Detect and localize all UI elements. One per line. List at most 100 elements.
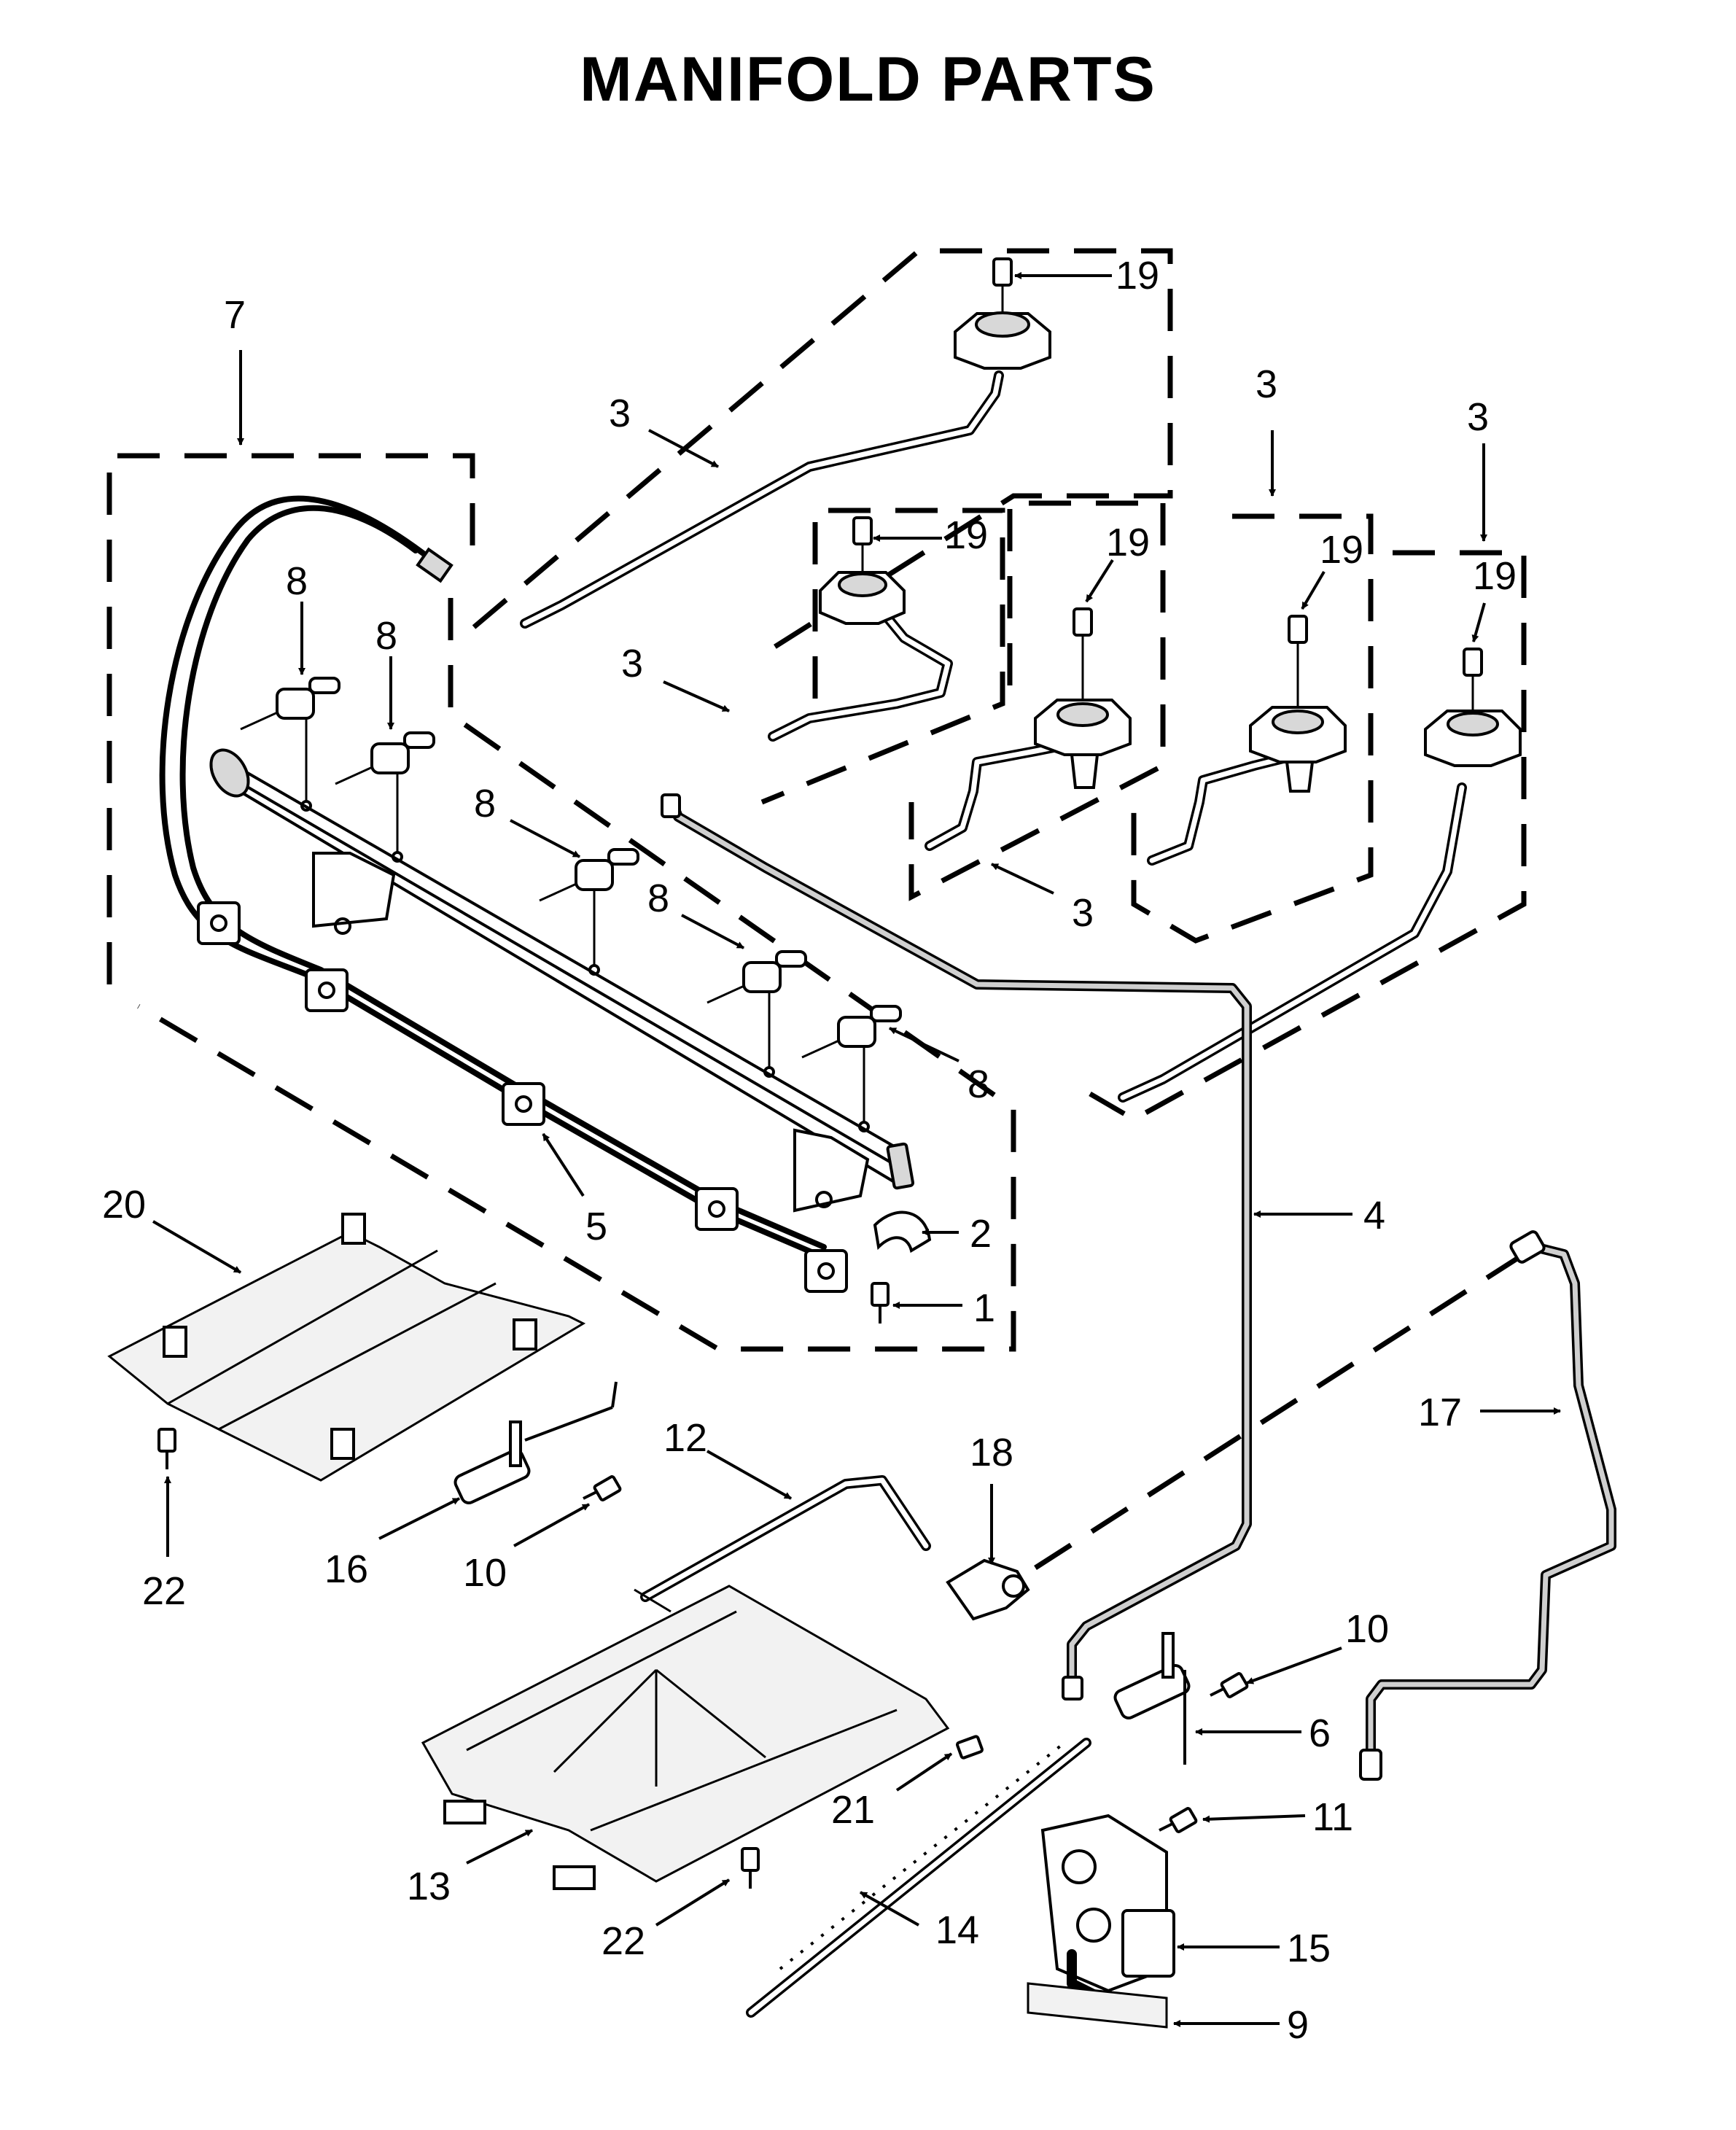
assembly-outlines	[106, 248, 1527, 1570]
burner-tube-5	[1118, 782, 1467, 1103]
screw-21	[955, 1735, 984, 1760]
oven-bottom-plate	[421, 1585, 950, 1890]
leader-10a	[513, 1503, 590, 1547]
screw-10-right	[1210, 1672, 1249, 1698]
burner-valve-5	[801, 1005, 902, 1123]
leader-3e	[991, 863, 1054, 895]
wire-harness	[159, 495, 820, 1257]
safety-valve	[1040, 1814, 1175, 2003]
regulator-gas-line	[1359, 1230, 1616, 1781]
leader-3a	[648, 429, 719, 468]
burner-valve-1	[240, 677, 340, 802]
oven-gas-line	[661, 793, 1252, 1700]
callout-8: 8	[375, 614, 397, 658]
orifice-holder-4	[1249, 615, 1347, 793]
callout-1: 1	[973, 1286, 995, 1330]
mounting-bracket-left	[312, 852, 396, 928]
burner-valve-3	[539, 848, 639, 966]
leader-arrows	[152, 272, 1561, 2027]
valve-4-outline	[1131, 513, 1374, 944]
leader-19e	[1471, 602, 1486, 642]
leader-11	[1202, 1814, 1306, 1823]
callout-9: 9	[1287, 2003, 1309, 2047]
callout-17: 17	[1418, 1391, 1462, 1434]
leader-19d	[1301, 570, 1326, 610]
leader-21	[895, 1752, 953, 1792]
callout-8: 8	[286, 559, 308, 603]
valve-2-outline	[760, 508, 1005, 805]
valve-5-outline	[1089, 550, 1527, 1123]
callout-20: 20	[102, 1183, 146, 1227]
orifice-holder-2	[819, 516, 906, 625]
callout-5: 5	[585, 1205, 607, 1248]
broil-igniter	[454, 1381, 618, 1504]
callout-19: 19	[1106, 521, 1150, 564]
leader-10b	[1246, 1647, 1342, 1684]
callout-14: 14	[935, 1908, 979, 1952]
callout-3: 3	[621, 642, 643, 685]
screw-22-right	[741, 1847, 760, 1889]
screw-1	[871, 1282, 890, 1324]
burner-tubes	[520, 370, 1467, 1103]
callout-6: 6	[1309, 1711, 1331, 1755]
callout-19: 19	[1473, 554, 1517, 598]
valve-bracket	[1027, 1982, 1168, 2029]
burner-valve-4	[707, 950, 807, 1068]
callout-10: 10	[463, 1551, 507, 1595]
manifold-group-outline	[106, 453, 1016, 1352]
callout-18: 18	[970, 1431, 1013, 1474]
callout-19: 19	[1320, 528, 1363, 572]
callout-3: 3	[1256, 362, 1277, 406]
callout-13: 13	[407, 1865, 451, 1908]
callout-3: 3	[1467, 395, 1489, 439]
orifice-holder-3	[1034, 607, 1132, 789]
screw-10-left	[583, 1475, 622, 1501]
page-title: MANIFOLD PARTS	[580, 44, 1156, 114]
orifice-holder-1	[954, 257, 1051, 370]
leader-8e	[889, 1027, 960, 1062]
callout-8: 8	[474, 782, 496, 825]
clamp-2	[873, 1210, 932, 1253]
valve-3-outline	[908, 500, 1166, 901]
callout-10: 10	[1345, 1607, 1389, 1651]
callout-labels: 19 7 3 3 3 19 19 19 19 8 8 3 8 8 3 8 5 2…	[102, 254, 1517, 2047]
leader-3b	[663, 680, 730, 712]
wire-connector	[416, 547, 454, 583]
callout-8: 8	[968, 1062, 989, 1106]
callout-19: 19	[944, 513, 988, 557]
callout-16: 16	[324, 1547, 368, 1591]
callout-2: 2	[970, 1212, 992, 1256]
leader-8c	[510, 819, 580, 858]
manifold-assembly	[159, 495, 915, 1293]
connection-dash-line	[1034, 1252, 1525, 1570]
burner-valve-2	[335, 731, 435, 853]
callout-12: 12	[663, 1416, 707, 1460]
callout-21: 21	[831, 1788, 875, 1832]
callout-4: 4	[1363, 1194, 1385, 1237]
leader-16	[378, 1497, 460, 1540]
callout-7: 7	[224, 293, 246, 337]
leader-19c	[1085, 559, 1114, 603]
mounting-bracket-right	[793, 1128, 870, 1213]
callout-3: 3	[1072, 891, 1094, 935]
callout-15: 15	[1287, 1927, 1331, 1970]
orifice-holders	[819, 257, 1522, 793]
orifice-elbow	[946, 1558, 1030, 1621]
fasteners	[157, 1210, 1249, 1889]
broil-burner-tube	[746, 1738, 1091, 2018]
callout-22: 22	[142, 1569, 186, 1613]
callout-22: 22	[602, 1919, 645, 1963]
wire-clips	[197, 901, 848, 1293]
bake-igniter	[1113, 1632, 1191, 1765]
bake-burner	[634, 1475, 931, 1613]
leader-12	[707, 1450, 792, 1500]
leader-22b	[655, 1878, 731, 1927]
screw-11	[1159, 1807, 1198, 1833]
leader-20	[152, 1220, 242, 1274]
burner-shield	[107, 1213, 586, 1482]
callout-19: 19	[1116, 254, 1159, 298]
callout-8: 8	[647, 877, 669, 920]
leader-8d	[681, 914, 744, 949]
burner-valves	[240, 677, 902, 1123]
